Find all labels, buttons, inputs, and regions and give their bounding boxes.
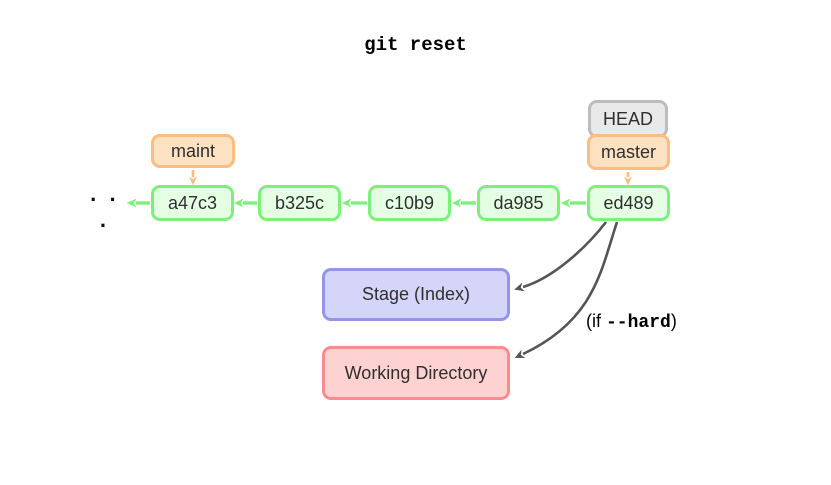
commit-a47c3: a47c3 bbox=[151, 185, 234, 221]
branch-master-label: master bbox=[600, 141, 656, 162]
annotation-prefix: (if bbox=[586, 311, 606, 331]
commit-label: a47c3 bbox=[167, 192, 218, 213]
arrow-ed489-to-working-directory bbox=[514, 221, 619, 358]
branch-maint-label: maint bbox=[170, 140, 215, 161]
branch-master-box: master bbox=[587, 134, 670, 170]
commit-b325c: b325c bbox=[258, 185, 341, 221]
annotation-suffix: ) bbox=[670, 311, 677, 331]
working-directory-label: Working Directory bbox=[344, 362, 488, 383]
commit-label: c10b9 bbox=[384, 192, 435, 213]
commit-c10b9: c10b9 bbox=[368, 185, 451, 221]
arrow-ed489-to-stage bbox=[514, 221, 608, 292]
if-hard-annotation: (if --hard) bbox=[586, 311, 677, 333]
commit-ed489: ed489 bbox=[587, 185, 670, 221]
commit-label: b325c bbox=[274, 192, 325, 213]
annotation-code: --hard bbox=[606, 313, 671, 333]
commit-da985: da985 bbox=[477, 185, 560, 221]
commit-label: da985 bbox=[493, 192, 544, 213]
diagram-title: git reset bbox=[364, 34, 467, 56]
history-ellipsis: · · · bbox=[90, 187, 120, 238]
commit-label: ed489 bbox=[603, 192, 654, 213]
stage-index-box: Stage (Index) bbox=[322, 268, 510, 321]
head-ref-label: HEAD bbox=[602, 108, 653, 129]
head-ref-box: HEAD bbox=[588, 100, 668, 138]
branch-maint-box: maint bbox=[151, 134, 235, 168]
stage-index-label: Stage (Index) bbox=[361, 284, 471, 304]
working-directory-box: Working Directory bbox=[322, 346, 510, 400]
